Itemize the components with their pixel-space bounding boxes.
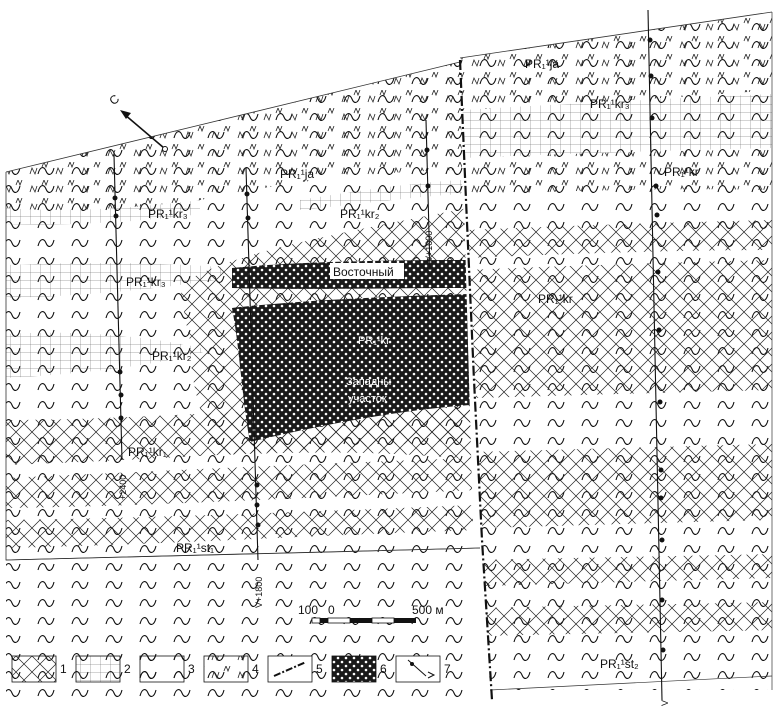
legend-num-4: 4 bbox=[252, 662, 259, 676]
ore-body-pattern-icon bbox=[331, 655, 377, 683]
ore-body-east-label: Восточный bbox=[333, 265, 394, 279]
fault-line bbox=[458, 59, 494, 701]
label-kr3-left: PR₁¹kr₃ bbox=[126, 275, 166, 289]
label-kr3-top-right: PR₁¹kr₃ bbox=[590, 97, 630, 111]
scale-right-label: 500 м bbox=[412, 603, 444, 617]
label-st2: PR₁¹st₂ bbox=[600, 657, 639, 671]
scale-left-label: 100 bbox=[298, 603, 318, 617]
zigzag-pattern-icon bbox=[203, 655, 249, 683]
crosshatch-pattern-icon bbox=[11, 655, 57, 683]
well-label-2400: +2400 bbox=[118, 475, 128, 500]
legend-num-1: 1 bbox=[60, 662, 67, 676]
scale-zero-label: 0 bbox=[328, 603, 335, 617]
right-block-strata bbox=[460, 12, 772, 690]
boreholes bbox=[113, 9, 663, 701]
scale-bar bbox=[311, 617, 416, 624]
well-label-1800: V+1800 bbox=[254, 577, 264, 608]
borehole-icon bbox=[407, 659, 436, 679]
grid-pattern-icon bbox=[75, 655, 121, 683]
label-kr2-left: PR₁¹kr₂ bbox=[152, 349, 192, 363]
fault-line-icon bbox=[273, 661, 307, 677]
well-label-v: V bbox=[660, 700, 670, 706]
legend-num-3: 3 bbox=[188, 662, 195, 676]
label-st1: PR₁¹st₁ bbox=[176, 541, 214, 555]
borehole-samples bbox=[112, 37, 666, 653]
north-arrow-label: С bbox=[106, 91, 122, 108]
label-kr2-mid: PR₁¹kr₂ bbox=[340, 207, 380, 221]
label-kr-right-mid: PR₁¹kr bbox=[538, 292, 573, 306]
label-kr3-left-upper: PR₁¹kr₃ bbox=[148, 207, 188, 221]
ore-body-west-label-1: Западны bbox=[346, 376, 391, 388]
label-kr-right-upper: PR₁¹kr bbox=[664, 165, 699, 179]
legend-num-6: 6 bbox=[380, 662, 387, 676]
legend-num-5: 5 bbox=[316, 662, 323, 676]
label-ja-right: PR₁¹ja bbox=[525, 57, 559, 71]
label-ja-left: PR₁¹ja bbox=[280, 167, 314, 181]
label-kr1-left: PR₁¹kr₁ bbox=[128, 445, 167, 459]
legend-num-2: 2 bbox=[124, 662, 131, 676]
north-arrow-icon bbox=[120, 110, 168, 152]
well-label-1000: V+1000 bbox=[424, 231, 434, 262]
wave-pattern-icon bbox=[139, 655, 185, 683]
legend: 1 2 3 4 5 6 7 bbox=[11, 655, 451, 683]
legend-num-7: 7 bbox=[444, 662, 451, 676]
ore-body-west-label-2: участок bbox=[348, 393, 387, 405]
label-ore-unit: PR₁¹kr bbox=[358, 335, 390, 347]
